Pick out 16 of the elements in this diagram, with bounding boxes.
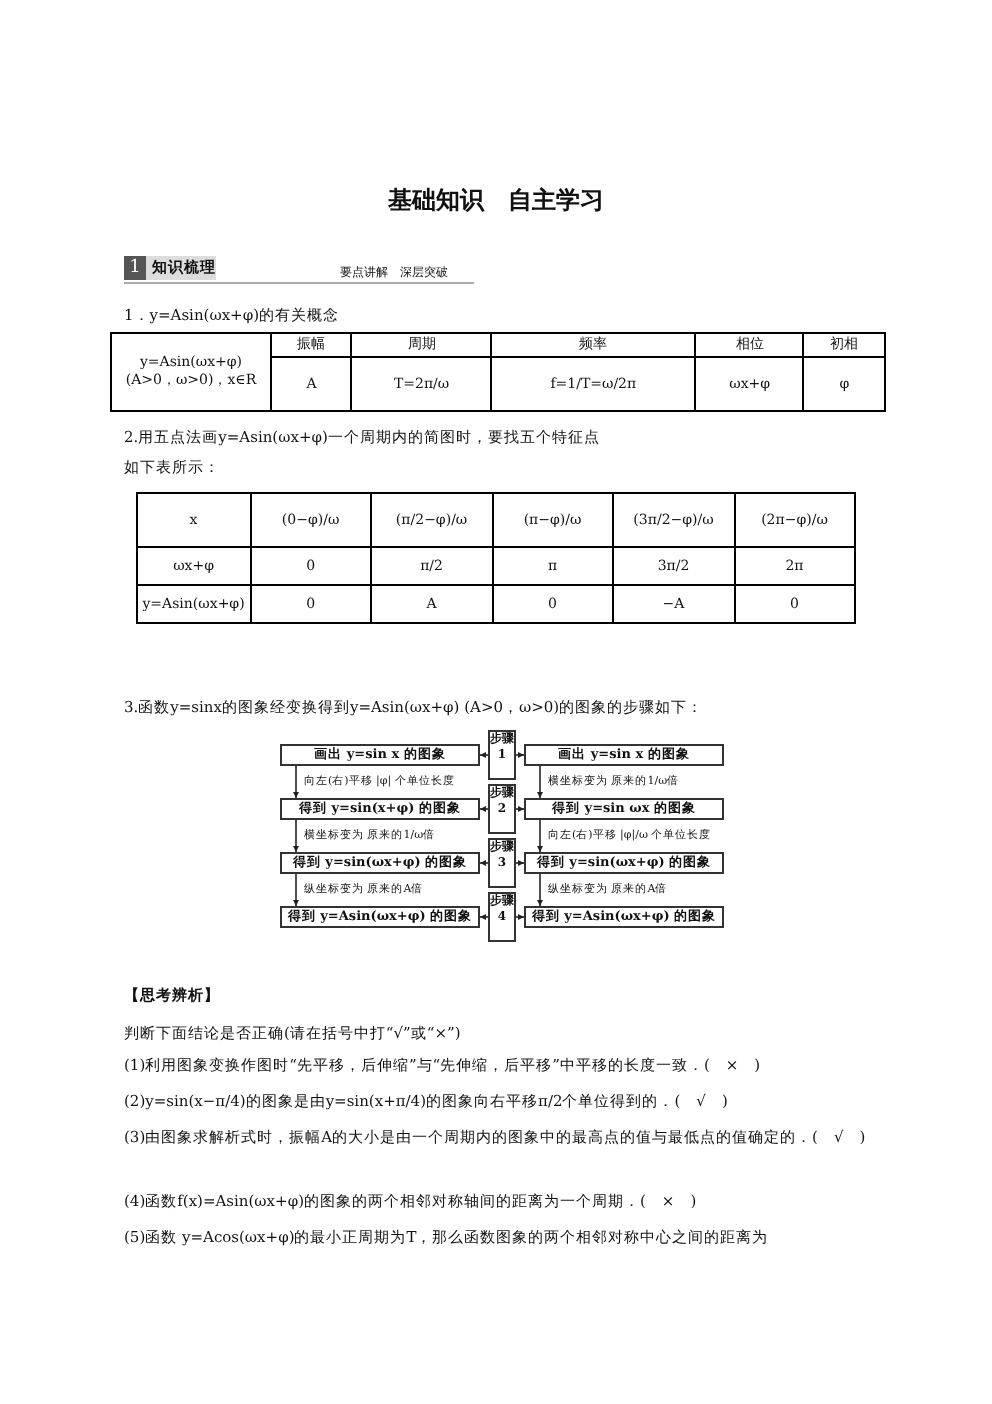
page-title: 基础知识 自主学习 [386,184,606,218]
arrow [292,765,300,799]
arrow [515,805,525,813]
arrow [536,873,544,907]
arrow [515,859,525,867]
arrow [479,751,489,759]
section-number: 1 [124,256,146,280]
arrow [479,805,489,813]
arrow [536,819,544,853]
arrow [515,751,525,759]
arrow [479,859,489,867]
arrow [479,913,489,921]
arrow [536,765,544,799]
arrow [292,819,300,853]
arrow [292,873,300,907]
arrow [515,913,525,921]
